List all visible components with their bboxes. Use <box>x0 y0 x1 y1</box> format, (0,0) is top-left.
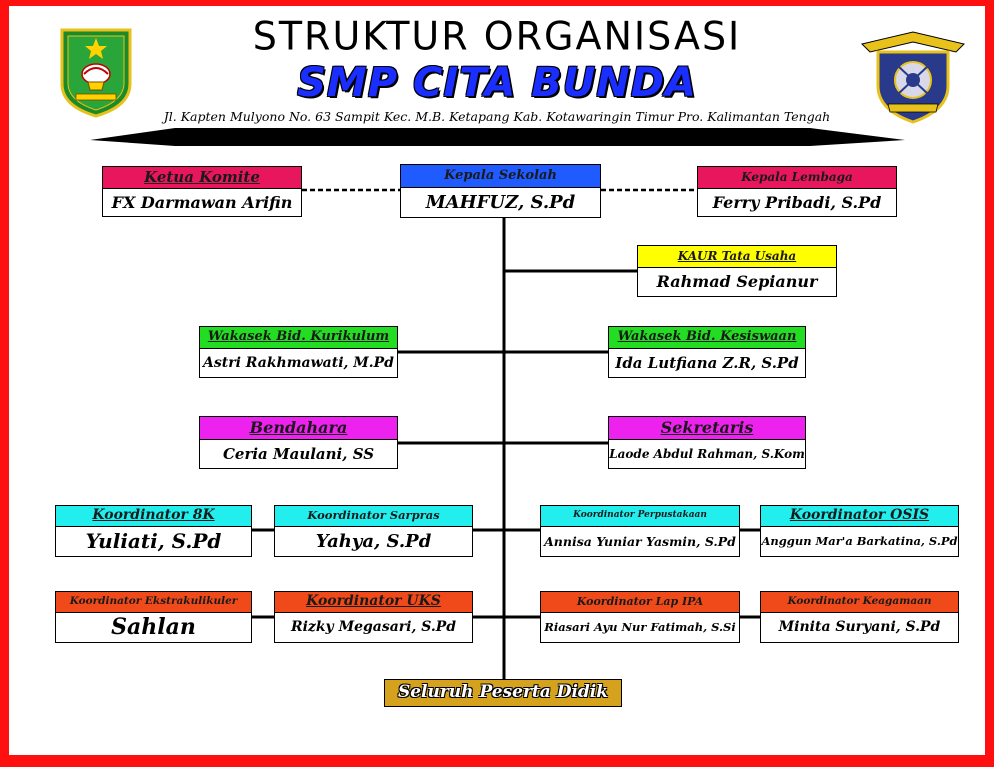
koord-ekskul-box: Koordinator Ekstrakulikuler Sahlan <box>55 591 252 643</box>
sekretaris-box: Sekretaris Laode Abdul Rahman, S.Kom <box>608 416 806 469</box>
kepala-sekolah-title: Kepala Sekolah <box>401 165 600 188</box>
kepala-lembaga-box: Kepala Lembaga Ferry Pribadi, S.Pd <box>697 166 897 217</box>
ketua-komite-box: Ketua Komite FX Darmawan Arifin <box>102 166 302 217</box>
kaur-tu-name: Rahmad Sepianur <box>656 272 818 291</box>
koord-osis-title: Koordinator OSIS <box>761 506 958 527</box>
sekretaris-name: Laode Abdul Rahman, S.Kom <box>609 447 805 461</box>
page-title: STRUKTUR ORGANISASI <box>252 13 742 59</box>
koord-8k-name: Yuliati, S.Pd <box>85 529 222 553</box>
kepala-sekolah-box: Kepala Sekolah MAHFUZ, S.Pd <box>400 164 601 218</box>
bendahara-title: Bendahara <box>200 417 397 440</box>
sekretaris-title: Sekretaris <box>609 417 805 440</box>
school-name: SMP CITA BUNDA <box>297 60 697 106</box>
koord-ipa-box: Koordinator Lap IPA Riasari Ayu Nur Fati… <box>540 591 740 643</box>
kepala-lembaga-title: Kepala Lembaga <box>698 167 896 189</box>
kaur-tu-box: KAUR Tata Usaha Rahmad Sepianur <box>637 245 837 297</box>
koord-uks-box: Koordinator UKS Rizky Megasari, S.Pd <box>274 591 473 643</box>
koord-ekskul-name: Sahlan <box>111 614 196 640</box>
koord-sarpras-title: Koordinator Sarpras <box>275 506 472 527</box>
koord-ipa-title: Koordinator Lap IPA <box>541 592 739 613</box>
kalimantan-tengah-emblem-icon <box>60 28 132 118</box>
wakasek-kesiswaan-name: Ida Lutfiana Z.R, S.Pd <box>615 354 799 372</box>
ketua-komite-name: FX Darmawan Arifin <box>111 193 293 212</box>
koord-8k-box: Koordinator 8K Yuliati, S.Pd <box>55 505 252 557</box>
koord-perpus-box: Koordinator Perpustakaan Annisa Yuniar Y… <box>540 505 740 557</box>
kaur-tu-title: KAUR Tata Usaha <box>638 246 836 268</box>
koord-uks-name: Rizky Megasari, S.Pd <box>290 619 457 635</box>
koord-agama-box: Koordinator Keagamaan Minita Suryani, S.… <box>760 591 959 643</box>
koord-osis-box: Koordinator OSIS Anggun Mar'a Barkatina,… <box>760 505 959 557</box>
koord-osis-name: Anggun Mar'a Barkatina, S.Pd <box>761 534 958 548</box>
wakasek-kesiswaan-box: Wakasek Bid. Kesiswaan Ida Lutfiana Z.R,… <box>608 326 806 378</box>
wakasek-kurikulum-box: Wakasek Bid. Kurikulum Astri Rakhmawati,… <box>199 326 398 378</box>
koord-ipa-name: Riasari Ayu Nur Fatimah, S.Si <box>544 620 736 634</box>
koord-sarpras-box: Koordinator Sarpras Yahya, S.Pd <box>274 505 473 557</box>
koord-sarpras-name: Yahya, S.Pd <box>315 531 432 552</box>
wakasek-kurikulum-name: Astri Rakhmawati, M.Pd <box>203 355 394 371</box>
ketua-komite-title: Ketua Komite <box>103 167 301 189</box>
koord-ekskul-title: Koordinator Ekstrakulikuler <box>56 592 251 613</box>
koord-perpus-name: Annisa Yuniar Yasmin, S.Pd <box>544 534 736 549</box>
school-address: Jl. Kapten Mulyono No. 63 Sampit Kec. M.… <box>163 109 831 124</box>
kepala-lembaga-name: Ferry Pribadi, S.Pd <box>712 193 882 212</box>
wakasek-kurikulum-title: Wakasek Bid. Kurikulum <box>200 327 397 349</box>
koord-agama-name: Minita Suryani, S.Pd <box>778 619 941 635</box>
wakasek-kesiswaan-title: Wakasek Bid. Kesiswaan <box>609 327 805 349</box>
koord-uks-title: Koordinator UKS <box>275 592 472 613</box>
header-banner <box>90 128 905 146</box>
bendahara-name: Ceria Maulani, SS <box>222 445 375 463</box>
bendahara-box: Bendahara Ceria Maulani, SS <box>199 416 398 469</box>
koord-agama-title: Koordinator Keagamaan <box>761 592 958 613</box>
seluruh-peserta-didik-box: Seluruh Peserta Didik <box>384 679 622 707</box>
koord-perpus-title: Koordinator Perpustakaan <box>541 506 739 527</box>
koord-8k-title: Koordinator 8K <box>56 506 251 527</box>
junior-high-school-badge-icon <box>861 31 965 124</box>
kepala-sekolah-name: MAHFUZ, S.Pd <box>425 192 576 213</box>
